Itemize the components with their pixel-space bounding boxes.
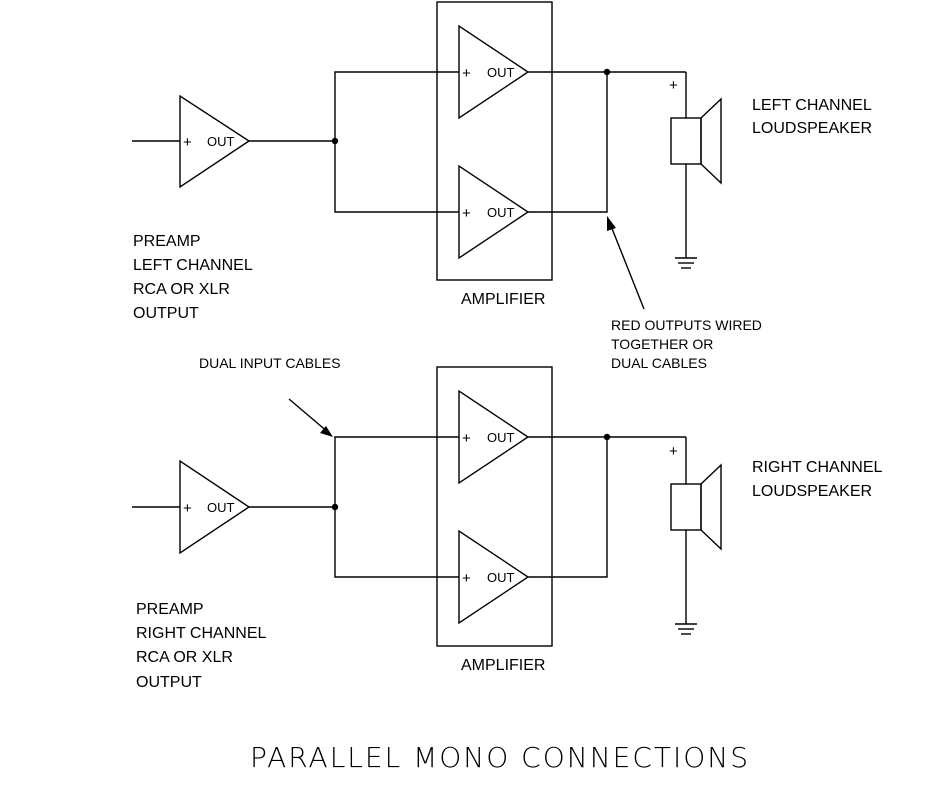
right-ground-symbol	[675, 623, 697, 635]
dual-input-cables-note: DUAL INPUT CABLES	[199, 355, 341, 371]
left-speaker-plus-sign: +	[669, 77, 678, 94]
right-loudspeaker-cone	[700, 463, 722, 551]
right-preamp-opamp-symbol	[179, 459, 251, 555]
right-loudspeaker-magnet	[670, 483, 702, 531]
left-input-cable-lower	[334, 141, 459, 213]
left-output-wire-lower	[528, 72, 608, 213]
red-outputs-arrowhead	[607, 216, 616, 231]
left-loudspeaker-magnet	[670, 117, 702, 165]
right-input-cable-upper	[334, 436, 459, 507]
right-preamp-label-line-3: RCA OR XLR	[136, 649, 233, 666]
left-amp-ch1-out-label: OUT	[487, 65, 515, 80]
right-preamp-label-line-4: OUTPUT	[136, 674, 202, 691]
left-amplifier-label: AMPLIFIER	[461, 291, 545, 308]
left-preamp-opamp-symbol	[179, 94, 251, 189]
dual-input-arrowhead	[320, 426, 333, 437]
right-output-wire-lower	[528, 437, 608, 578]
left-amp-ch2-out-label: OUT	[487, 205, 515, 220]
right-speaker-plus-sign: +	[669, 443, 678, 460]
dual-input-pointer-arrow	[288, 398, 330, 434]
left-amp-channel-1-symbol	[458, 24, 530, 120]
right-amplifier-label: AMPLIFIER	[461, 657, 545, 674]
left-speaker-label-line-2: LOUDSPEAKER	[752, 120, 872, 137]
right-amp-ch1-plus-sign: +	[462, 430, 471, 447]
right-preamp-label-line-1: PREAMP	[136, 601, 204, 618]
left-loudspeaker-cone	[700, 97, 722, 185]
red-outputs-note-line-1: RED OUTPUTS WIRED	[611, 317, 762, 333]
right-amp-channel-1-symbol	[458, 389, 530, 485]
left-preamp-label-line-3: RCA OR XLR	[133, 281, 230, 298]
left-output-junction-dot	[603, 68, 611, 76]
left-preamp-out-label: OUT	[207, 134, 235, 149]
right-preamp-label-line-2: RIGHT CHANNEL	[136, 625, 266, 642]
left-preamp-label-line-4: OUTPUT	[133, 305, 199, 322]
left-preamp-label-line-2: LEFT CHANNEL	[133, 257, 253, 274]
annotations: RED OUTPUTS WIRED TOGETHER OR DUAL CABLE…	[199, 216, 762, 437]
red-outputs-note-line-2: TOGETHER OR	[611, 336, 713, 352]
right-speaker-label-line-2: LOUDSPEAKER	[752, 483, 872, 500]
left-amp-channel-2-symbol	[458, 164, 530, 260]
right-output-junction-dot	[603, 433, 611, 441]
left-input-cable-upper	[334, 71, 459, 141]
left-amplifier-box	[436, 1, 553, 281]
right-amp-channel-2-symbol	[458, 529, 530, 625]
right-preamp-plus-sign: +	[183, 500, 192, 517]
right-input-cable-lower	[334, 507, 459, 578]
right-channel-section: + OUT + OUT + OUT + PREAMP RIGHT CHA	[132, 366, 882, 691]
right-amplifier-box	[436, 366, 553, 647]
left-channel-section: + OUT + OUT + OUT + PREAMP LEFT CHAN	[132, 1, 872, 322]
right-amp-ch2-out-label: OUT	[487, 570, 515, 585]
red-outputs-note-line-3: DUAL CABLES	[611, 355, 707, 371]
left-amp-ch2-plus-sign: +	[462, 205, 471, 222]
left-speaker-label-line-1: LEFT CHANNEL	[752, 97, 872, 114]
red-outputs-pointer-arrow	[608, 220, 645, 310]
left-preamp-label-line-1: PREAMP	[133, 233, 201, 250]
left-amp-ch1-plus-sign: +	[462, 65, 471, 82]
right-speaker-label-line-1: RIGHT CHANNEL	[752, 459, 882, 476]
left-preamp-plus-sign: +	[183, 134, 192, 151]
right-amp-ch1-out-label: OUT	[487, 430, 515, 445]
right-preamp-out-label: OUT	[207, 500, 235, 515]
diagram-title: PARALLEL MONO CONNECTIONS	[250, 741, 750, 774]
left-ground-symbol	[675, 257, 697, 269]
right-amp-ch2-plus-sign: +	[462, 570, 471, 587]
